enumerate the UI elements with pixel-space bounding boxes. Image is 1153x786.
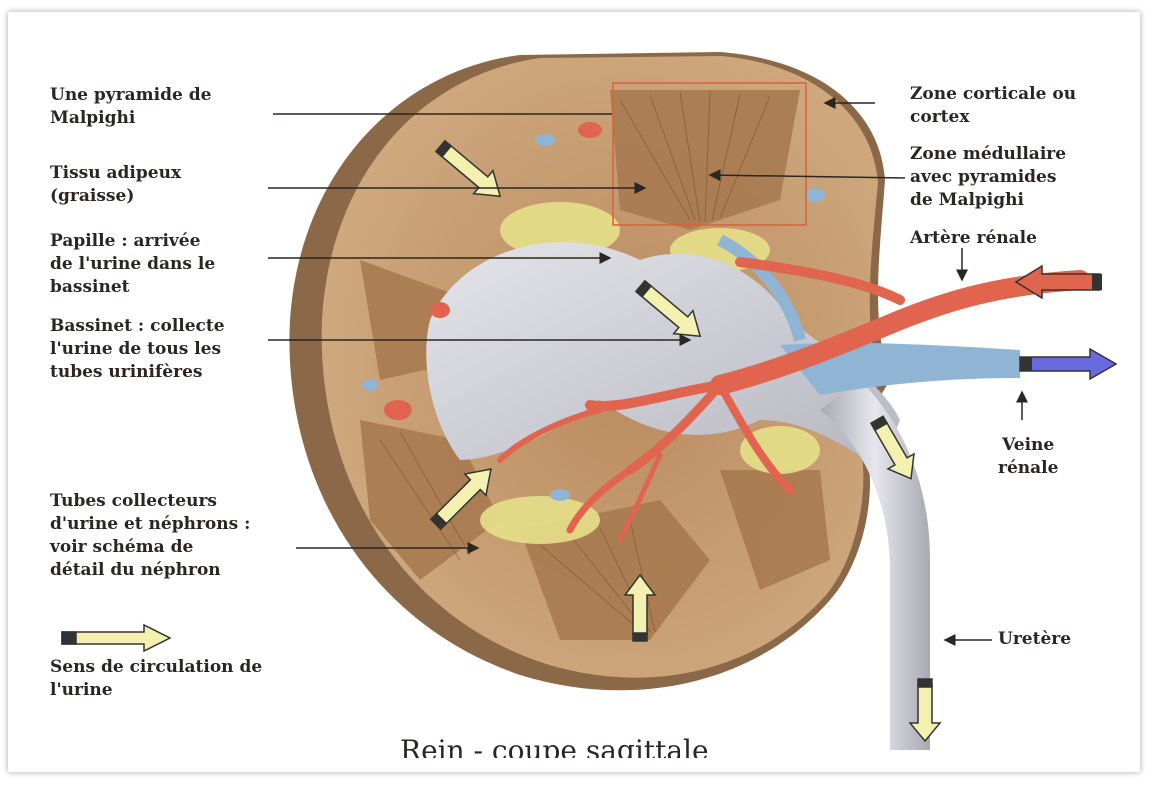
- label-papille: Papille : arrivée de l'urine dans le bas…: [50, 230, 215, 299]
- label-pyramide-malpighi: Une pyramide de Malpighi: [50, 84, 211, 130]
- label-tissu-adipeux: Tissu adipeux (graisse): [50, 162, 181, 208]
- label-zone-medullaire: Zone médullaire avec pyramides de Malpig…: [910, 143, 1066, 212]
- figure-caption: Rein - coupe sagittale: [400, 734, 709, 758]
- label-uretere: Uretère: [998, 628, 1071, 651]
- label-tubes-collecteurs: Tubes collecteurs d'urine et néphrons : …: [50, 490, 250, 582]
- label-sens-circulation: Sens de circulation de l'urine: [50, 656, 262, 702]
- label-bassinet: Bassinet : collecte l'urine de tous les …: [50, 315, 225, 384]
- vein-outflow-arrow: [1020, 349, 1116, 379]
- label-zone-corticale: Zone corticale ou cortex: [910, 83, 1076, 129]
- label-veine-renale: Veine rénale: [998, 434, 1058, 480]
- legend-arrow: [62, 625, 170, 651]
- label-artere-renale: Artère rénale: [910, 227, 1037, 250]
